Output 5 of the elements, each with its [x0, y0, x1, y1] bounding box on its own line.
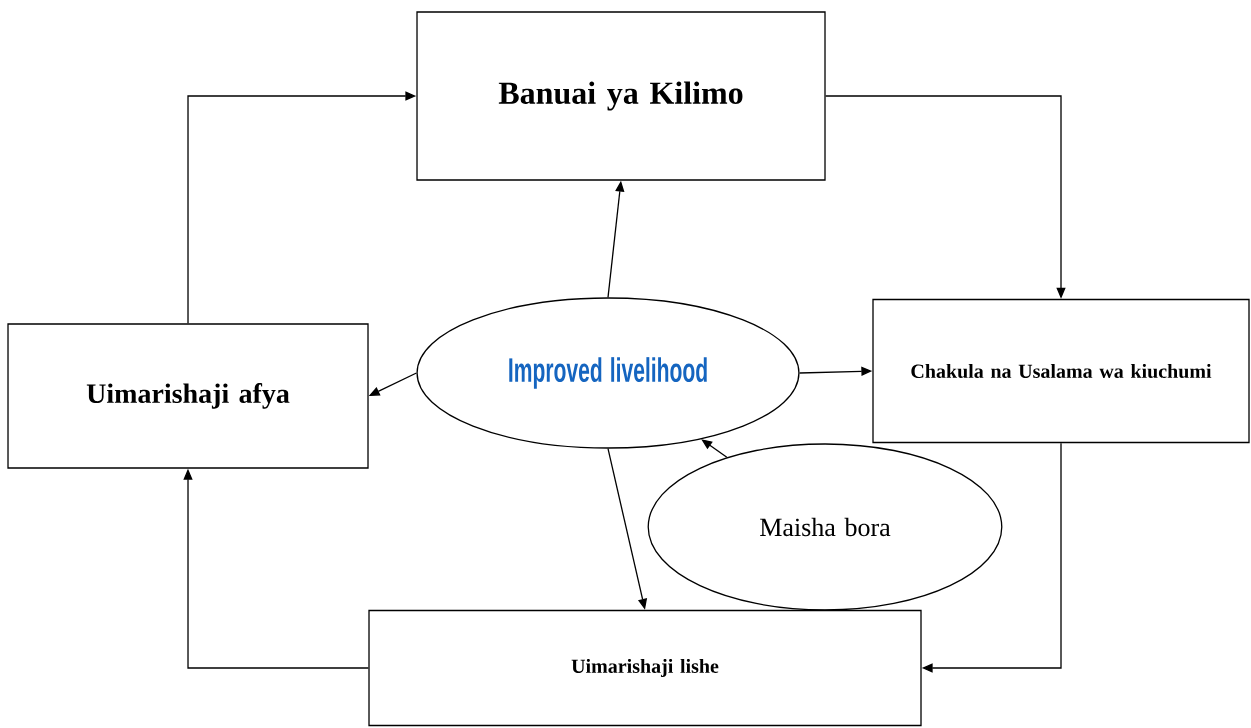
process-box: Uimarishaji afya — [7, 323, 369, 469]
arrow — [701, 439, 728, 458]
process-box: Banuai ya Kilimo — [416, 11, 826, 181]
process-box: Chakula na Usalama wa kiuchumi — [872, 298, 1250, 444]
process-box: Uimarishaji lishe — [368, 609, 922, 727]
